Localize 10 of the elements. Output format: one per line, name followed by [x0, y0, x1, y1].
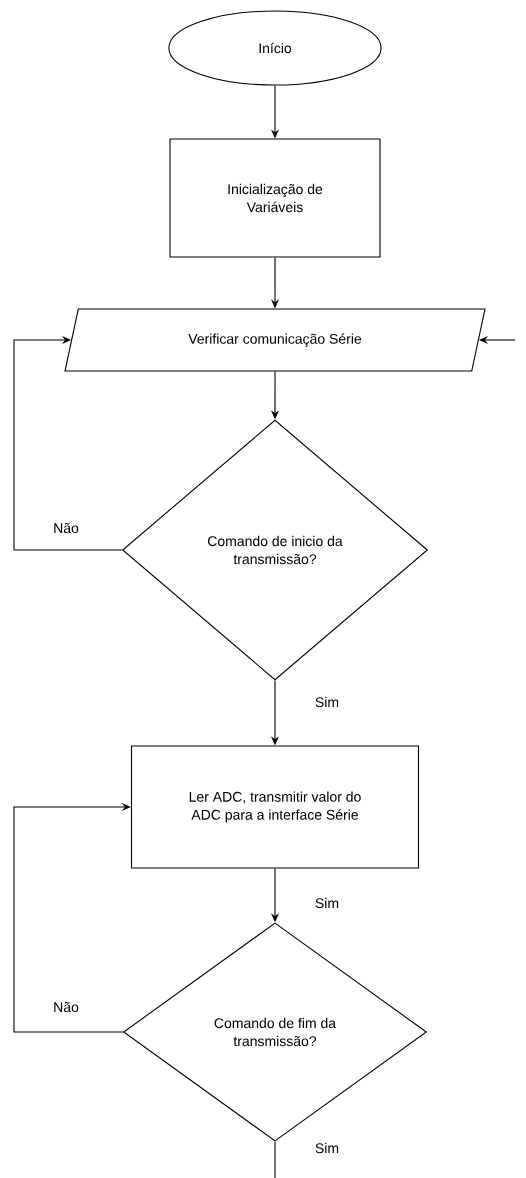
- edge-label: Não: [52, 1000, 80, 1014]
- arrow: [13, 335, 123, 551]
- edge-label: Sim: [313, 896, 341, 910]
- input-parallelogram: Verificar comunicação Série: [64, 308, 486, 372]
- edge-label: Não: [52, 521, 80, 535]
- edge-label: Sim: [313, 1141, 341, 1155]
- process-box: Inicialização de Variáveis: [169, 138, 381, 258]
- process-box: Ler ADC, transmitir valor do ADC para a interface Série: [130, 745, 420, 869]
- edge-label: Sim: [313, 695, 341, 709]
- arrow: [13, 802, 131, 1033]
